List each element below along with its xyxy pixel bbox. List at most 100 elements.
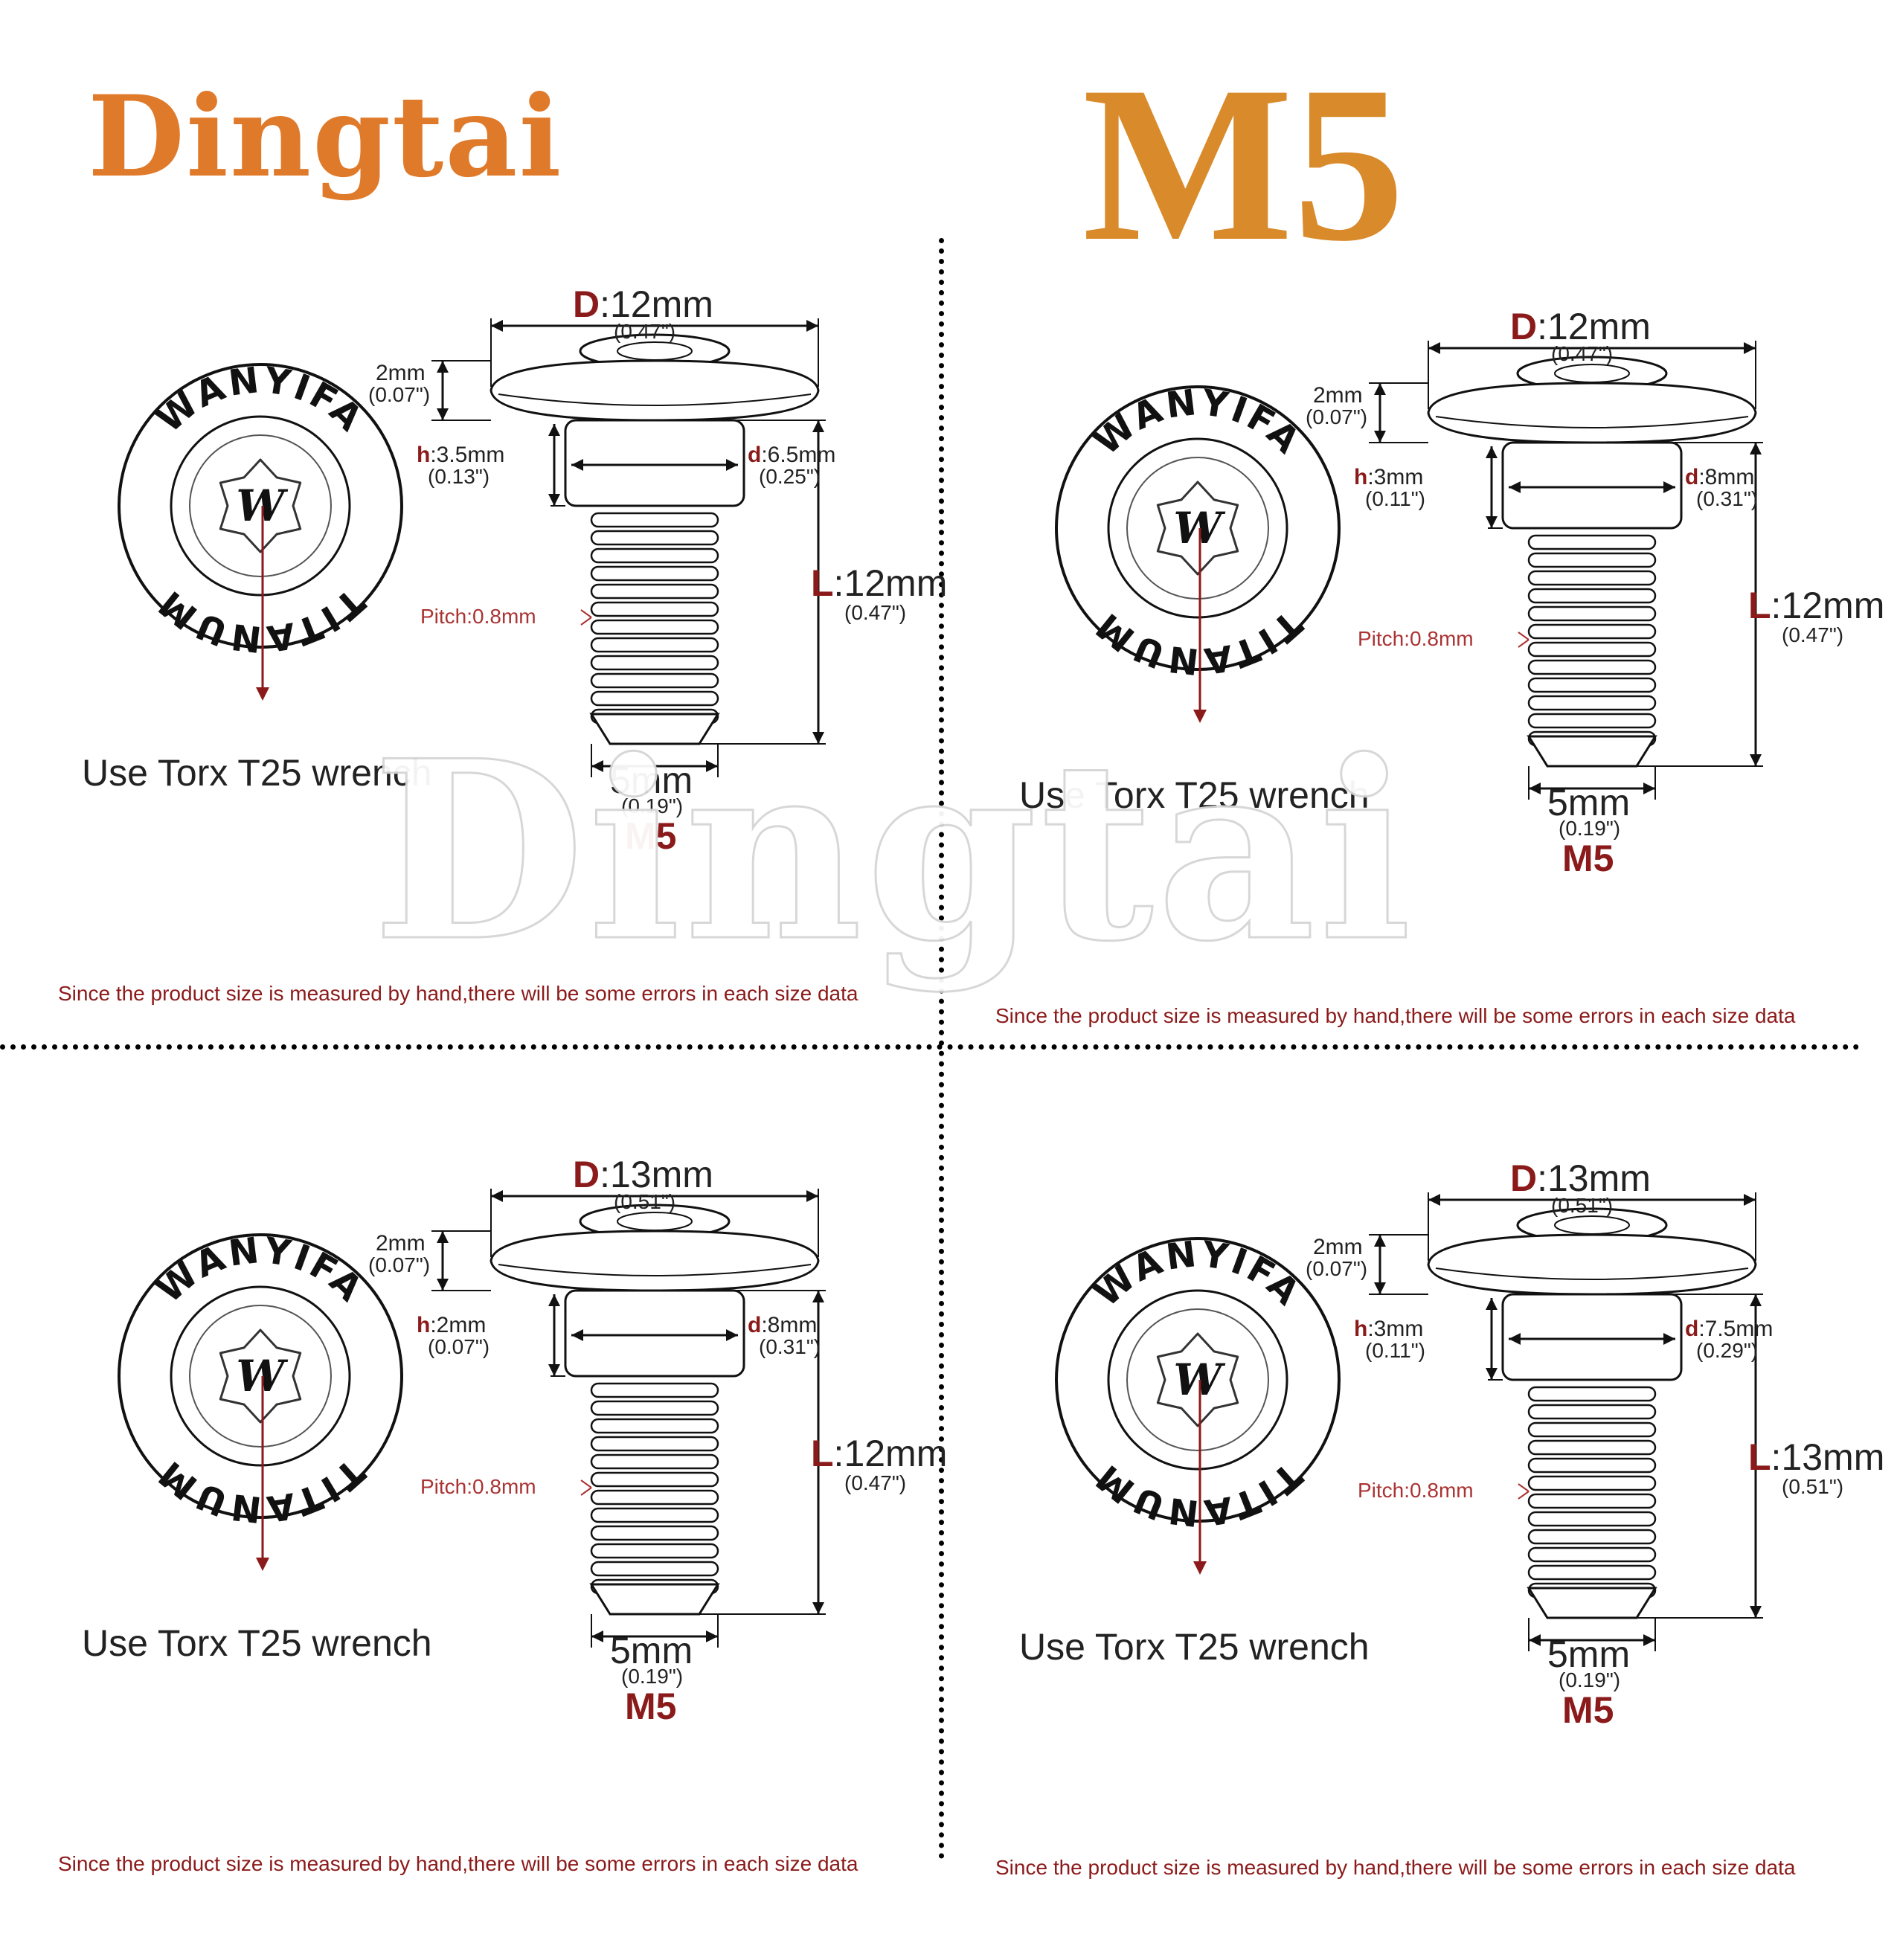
dim-D-value: :12mm <box>600 283 713 325</box>
dim-L-inch-value: (0.47") <box>844 1471 907 1494</box>
thread-size-value: M5 <box>1562 1689 1614 1731</box>
tool-value: Use Torx T25 wrench <box>1019 1626 1370 1668</box>
dim-h-inch: (0.11") <box>1365 1339 1425 1363</box>
screw-icon <box>1427 1207 1757 1619</box>
head-height-inch: (0.07") <box>1306 1257 1367 1281</box>
dim-h-inch-value: (0.07") <box>428 1335 490 1358</box>
head-height-inch-value: (0.07") <box>368 383 431 406</box>
dim-D-inch-value: (0.51") <box>614 1190 676 1213</box>
shank-dia-label: 5mm <box>610 759 693 802</box>
brand-logo: Dingtai <box>88 71 563 202</box>
dim-L-key: L <box>811 1433 834 1474</box>
dim-h-value: :2mm <box>430 1313 487 1337</box>
head-height-inch: (0.07") <box>1306 405 1367 429</box>
dim-D-key: D <box>1510 306 1538 347</box>
dim-L-inch-value: (0.47") <box>1782 623 1844 646</box>
tool-label: Use Torx T25 wrench <box>82 1622 432 1665</box>
dim-h-key: h <box>1354 465 1368 489</box>
dim-h-inch-value: (0.13") <box>428 465 490 488</box>
pitch-label: Pitch:0.8mm <box>1358 627 1474 651</box>
tool-value: Use Torx T25 wrench <box>82 752 432 794</box>
shank-dia-inch-value: (0.19") <box>1559 817 1621 840</box>
shank-dia-inch: (0.19") <box>1559 817 1620 841</box>
dim-L-value: :12mm <box>833 562 948 604</box>
thread-size-label: M5 <box>625 1685 676 1728</box>
tool-value: Use Torx T25 wrench <box>1019 774 1370 816</box>
shank-dia-inch-value: (0.19") <box>621 1665 684 1688</box>
head-height-label: 2mm <box>376 361 426 386</box>
measurement-note: Since the product size is measured by ha… <box>995 1004 1795 1028</box>
dim-h-inch-value: (0.11") <box>1365 487 1426 510</box>
dim-L-label: L:12mm <box>811 1432 947 1475</box>
dim-D-inch: (0.51") <box>1551 1194 1613 1218</box>
dim-d-inch: (0.31") <box>759 1335 821 1359</box>
shank-dia-value: 5mm <box>610 1630 693 1671</box>
measurement-note-text: Since the product size is measured by ha… <box>995 1004 1796 1027</box>
screw-icon <box>1427 356 1757 768</box>
dim-D-value: :13mm <box>600 1154 713 1195</box>
dim-d-inch: (0.25") <box>759 465 821 489</box>
dim-h-key: h <box>417 443 431 467</box>
dim-d-key: d <box>1685 465 1699 489</box>
pitch-label: Pitch:0.8mm <box>420 1475 536 1499</box>
thread-size-label: M5 <box>625 814 676 858</box>
dim-h-value: :3.5mm <box>430 443 505 467</box>
dim-d-label: d:8mm <box>1685 465 1754 490</box>
dim-d-value: :6.5mm <box>761 443 836 467</box>
dim-h-key: h <box>1354 1317 1368 1341</box>
dim-h-label: h:2mm <box>417 1313 486 1338</box>
thread-size-value: M5 <box>625 1686 677 1727</box>
head-height-label: 2mm <box>1313 383 1363 408</box>
dim-d-key: d <box>748 443 762 467</box>
dim-L-inch: (0.47") <box>1782 623 1843 647</box>
dim-L-label: L:13mm <box>1748 1436 1884 1479</box>
dim-L-label: L:12mm <box>811 562 947 605</box>
dim-h-value: :3mm <box>1367 1317 1424 1341</box>
screw-icon <box>490 1204 820 1616</box>
dim-h-inch: (0.07") <box>428 1335 490 1359</box>
dim-D-label: D:12mm <box>1510 305 1651 348</box>
head-height-value: 2mm <box>376 361 426 385</box>
dim-D-inch-value: (0.47") <box>614 320 676 343</box>
dim-L-inch-value: (0.47") <box>844 601 907 624</box>
tool-label: Use Torx T25 wrench <box>82 751 432 794</box>
measurement-note-text: Since the product size is measured by ha… <box>58 1852 858 1875</box>
dim-d-label: d:6.5mm <box>748 443 835 468</box>
head-height-label: 2mm <box>376 1231 426 1256</box>
shank-dia-inch-value: (0.19") <box>621 794 684 817</box>
tool-value: Use Torx T25 wrench <box>82 1622 432 1664</box>
dim-d-value: :8mm <box>761 1313 818 1337</box>
shank-dia-value: 5mm <box>610 759 693 801</box>
thread-size-label: M5 <box>1562 1689 1614 1732</box>
dim-L-inch-value: (0.51") <box>1782 1475 1844 1498</box>
dim-L-key: L <box>1748 1436 1771 1478</box>
dim-D-value: :12mm <box>1537 306 1651 347</box>
dim-d-label: d:7.5mm <box>1685 1317 1773 1342</box>
pitch-value: Pitch:0.8mm <box>1358 627 1474 650</box>
dim-h-inch: (0.13") <box>428 465 490 489</box>
size-title: M5 <box>1082 40 1405 287</box>
dim-d-inch: (0.31") <box>1696 487 1758 511</box>
horizontal-divider <box>0 1044 1860 1050</box>
pitch-value: Pitch:0.8mm <box>1358 1479 1474 1502</box>
dim-d-inch-value: (0.29") <box>1696 1339 1759 1362</box>
dim-h-key: h <box>417 1313 431 1337</box>
head-height-inch: (0.07") <box>368 383 430 407</box>
dim-h-label: h:3mm <box>1354 465 1423 490</box>
shank-dia-inch: (0.19") <box>621 794 683 818</box>
dim-h-label: h:3.5mm <box>417 443 504 468</box>
dim-L-value: :12mm <box>1771 585 1885 626</box>
head-height-label: 2mm <box>1313 1235 1363 1260</box>
dim-d-label: d:8mm <box>748 1313 817 1338</box>
dim-D-inch: (0.51") <box>614 1190 675 1214</box>
dim-D-inch: (0.47") <box>614 320 675 344</box>
shank-dia-label: 5mm <box>610 1629 693 1672</box>
